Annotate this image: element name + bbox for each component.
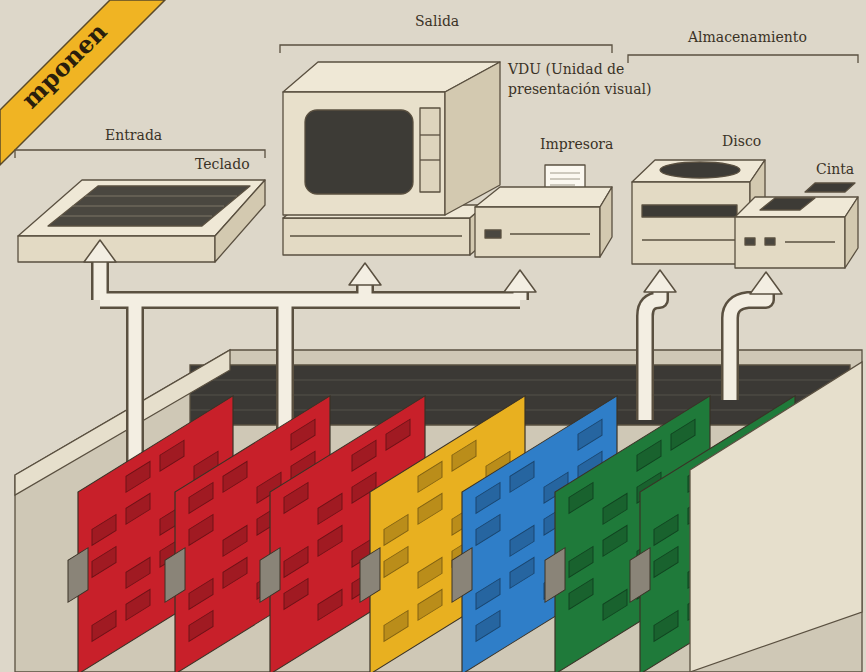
chip bbox=[569, 546, 593, 577]
chip bbox=[476, 514, 500, 545]
chip bbox=[126, 493, 150, 524]
chip bbox=[476, 482, 500, 513]
chip bbox=[654, 546, 678, 577]
chip bbox=[452, 440, 476, 471]
chip bbox=[384, 610, 408, 641]
chip bbox=[92, 610, 116, 641]
chip bbox=[603, 493, 627, 524]
chip bbox=[384, 546, 408, 577]
chip bbox=[92, 546, 116, 577]
chip bbox=[418, 493, 442, 524]
title-banner bbox=[0, 0, 165, 165]
printer-drawing bbox=[475, 165, 612, 257]
chip bbox=[654, 514, 678, 545]
card-handle bbox=[360, 548, 380, 602]
title-banner-text: mponen bbox=[14, 15, 114, 115]
chip bbox=[284, 546, 308, 577]
circuit-card bbox=[260, 396, 425, 672]
chip bbox=[510, 461, 534, 492]
chip bbox=[384, 514, 408, 545]
card-handle bbox=[630, 548, 650, 602]
chip bbox=[510, 557, 534, 588]
chip bbox=[578, 419, 602, 450]
card-handle bbox=[260, 548, 280, 602]
chip bbox=[189, 514, 213, 545]
tape-unit-drawing bbox=[735, 183, 858, 268]
chip bbox=[418, 461, 442, 492]
chip bbox=[671, 419, 695, 450]
chip bbox=[318, 493, 342, 524]
chip bbox=[126, 461, 150, 492]
chip bbox=[92, 514, 116, 545]
chip bbox=[284, 482, 308, 513]
chip bbox=[352, 440, 376, 471]
chip bbox=[418, 589, 442, 620]
chip bbox=[160, 440, 184, 471]
cage-side-panel bbox=[690, 362, 862, 672]
chip bbox=[603, 525, 627, 556]
device-label: Impresora bbox=[540, 135, 613, 155]
chip bbox=[189, 482, 213, 513]
card-handle bbox=[68, 548, 88, 602]
chip bbox=[654, 610, 678, 641]
chip bbox=[418, 557, 442, 588]
chip bbox=[291, 419, 315, 450]
chip bbox=[126, 557, 150, 588]
chip bbox=[603, 589, 627, 620]
chip bbox=[386, 419, 410, 450]
keyboard-drawing bbox=[18, 180, 265, 262]
chip bbox=[223, 557, 247, 588]
chip bbox=[223, 461, 247, 492]
device-label: Teclado bbox=[195, 155, 250, 175]
expansion-cards bbox=[68, 396, 795, 672]
chip bbox=[189, 610, 213, 641]
chip bbox=[569, 578, 593, 609]
chip bbox=[223, 525, 247, 556]
chip bbox=[476, 578, 500, 609]
chip bbox=[476, 610, 500, 641]
group-heading: Entrada bbox=[105, 126, 162, 146]
device-label: Disco bbox=[722, 132, 761, 152]
card-board bbox=[270, 396, 425, 672]
chip bbox=[189, 578, 213, 609]
chip bbox=[318, 589, 342, 620]
chip bbox=[637, 440, 661, 471]
chip bbox=[318, 525, 342, 556]
card-handle bbox=[545, 548, 565, 602]
monitor-drawing bbox=[283, 62, 500, 255]
device-label: Cinta bbox=[816, 160, 854, 180]
chip bbox=[126, 589, 150, 620]
group-heading: Almacenamiento bbox=[688, 28, 807, 48]
chip bbox=[284, 578, 308, 609]
card-handle bbox=[165, 548, 185, 602]
chip bbox=[510, 525, 534, 556]
chip bbox=[569, 482, 593, 513]
device-label: VDU (Unidad de presentación visual) bbox=[508, 60, 673, 99]
card-handle bbox=[452, 548, 472, 602]
group-heading: Salida bbox=[415, 12, 459, 32]
